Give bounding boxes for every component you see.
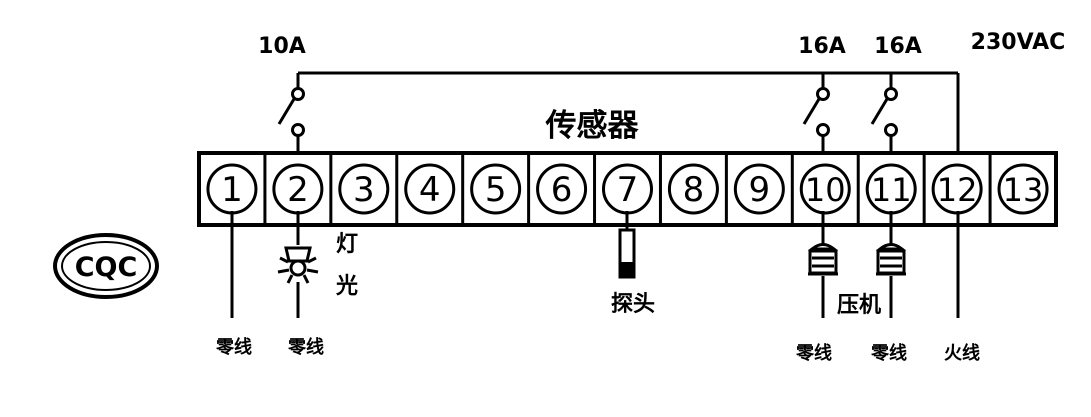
terminal-12: 12 [931, 163, 983, 215]
compressor-icon-a [807, 243, 839, 276]
label-compressor: 压机 [837, 293, 881, 318]
label-neutral-2: 零线 [287, 336, 324, 358]
terminal-ring [338, 163, 390, 215]
terminal-number: 1 [221, 170, 243, 210]
label-neutral-4: 零线 [870, 342, 907, 364]
terminal-number: 9 [749, 170, 771, 210]
terminal-8: 8 [667, 163, 719, 215]
terminal-ring [667, 163, 719, 215]
probe-icon [618, 228, 636, 279]
compressor-icon-b [875, 243, 907, 276]
terminal-ring [997, 163, 1049, 215]
supply-bus [296, 71, 960, 165]
output-wires [230, 211, 960, 318]
rating-16a-a: 16A [798, 34, 846, 59]
lamp-icon [277, 246, 319, 284]
terminal-3: 3 [338, 163, 390, 215]
terminal-7: 7 [602, 163, 653, 215]
terminal-ring [799, 163, 851, 215]
terminal-13: 13 [997, 163, 1049, 215]
terminal-ring [470, 163, 522, 215]
label-live: 火线 [944, 342, 980, 364]
terminal-number: 13 [1003, 171, 1044, 209]
relay-switch-10a [277, 87, 305, 152]
terminal-number: 8 [683, 170, 705, 210]
rating-10a: 10A [258, 34, 306, 59]
label-probe: 探头 [611, 291, 655, 317]
terminal-11: 11 [865, 163, 917, 215]
sensor-title: 传感器 [545, 108, 640, 144]
label-neutral-1: 零线 [215, 336, 252, 358]
terminal-ring [536, 163, 588, 215]
terminal-number: 7 [617, 170, 639, 210]
rating-16a-b: 16A [874, 34, 922, 59]
terminal-10: 10 [799, 163, 851, 215]
label-light-1: 灯 [336, 232, 358, 257]
terminal-number: 2 [287, 170, 309, 210]
terminal-4: 4 [404, 163, 456, 215]
terminal-number: 12 [937, 171, 978, 209]
terminal-6: 6 [536, 163, 588, 215]
terminal-number: 11 [871, 171, 912, 209]
terminal-number: 10 [805, 171, 846, 209]
terminal-ring [733, 163, 785, 215]
cqc-logo: CQC [53, 233, 159, 299]
terminal-number: 3 [353, 170, 375, 210]
relay-switch-16a-a [802, 87, 830, 152]
terminal-1: 1 [206, 163, 258, 215]
rating-230vac: 230VAC [971, 30, 1066, 55]
terminal-number: 6 [551, 170, 573, 210]
terminal-number: 5 [485, 170, 507, 210]
terminal-number: 4 [419, 170, 441, 210]
cqc-logo-text: CQC [75, 252, 138, 283]
terminal-ring [404, 163, 456, 215]
label-neutral-3: 零线 [795, 342, 832, 364]
terminal-9: 9 [733, 163, 785, 215]
label-light-2: 光 [335, 274, 358, 299]
terminal-2: 2 [272, 163, 324, 215]
relay-switch-16a-b [870, 87, 898, 152]
terminal-5: 5 [470, 163, 522, 215]
